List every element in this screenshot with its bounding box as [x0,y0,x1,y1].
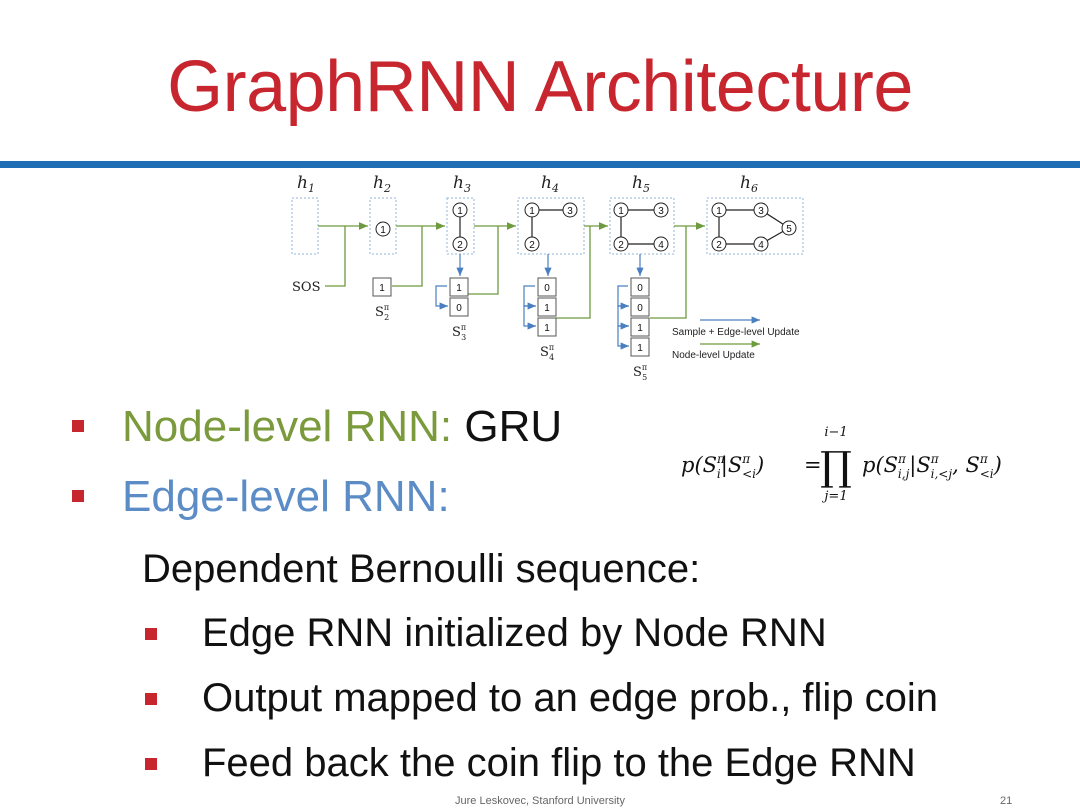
sub-bullet-3: Feed back the coin flip to the Edge RNN [202,741,916,785]
page-number: 21 [1000,795,1013,807]
h4-node-1: 1 [524,202,540,218]
svg-text:p(Sπi,j|Sπi,<j, Sπ<i): p(Sπi,j|Sπi,<j, Sπ<i) [862,452,1002,481]
bullet-marker [72,420,84,432]
h2-label: h2 [373,173,391,195]
s4-cell: 1 [544,303,550,314]
bullet-marker [145,693,157,705]
h6-node-2: 2 [711,236,727,252]
h5-node-2: 2 [613,236,629,252]
h6-box [706,197,804,255]
h4-label: h4 [541,173,559,195]
h6-node-4: 4 [753,236,769,252]
h6-label: h6 [740,173,758,195]
s2-cell: 1 [379,283,385,294]
s3-input [468,226,499,295]
svg-text:2: 2 [716,240,722,251]
bullet-marker [145,628,157,640]
s2-input [392,226,423,287]
s5-cell: 0 [637,283,643,294]
slide-title: GraphRNN Architecture [167,47,913,127]
s5-cell: 1 [637,323,643,334]
graphrnn-diagram: h1 h2 h3 h4 h5 h6 1 1 2 1 3 2 1 3 2 4 1 … [291,173,804,382]
h1-label: h1 [297,173,315,195]
svg-text:∏: ∏ [820,444,852,490]
s5-cell: 0 [637,303,643,314]
s5-input [650,226,687,319]
sos-label: SOS [292,280,320,295]
svg-text:1: 1 [716,206,722,217]
h5-label: h5 [632,173,650,195]
footer-author: Jure Leskovec, Stanford University [455,795,625,807]
svg-text:i−1: i−1 [824,425,847,440]
svg-text:1: 1 [529,206,535,217]
title-divider [0,161,1080,168]
svg-text:j=1: j=1 [821,489,847,504]
svg-text:5: 5 [786,224,792,235]
h3-node-2: 2 [452,236,468,252]
h1-box [291,197,319,255]
sos-input [325,226,346,287]
sub-bullet-2: Output mapped to an edge prob., flip coi… [202,676,939,720]
s3-cell: 1 [456,283,462,294]
legend-edge-update: Sample + Edge-level Update [672,327,800,338]
svg-text:3: 3 [658,206,664,217]
h6-node-3: 3 [753,202,769,218]
bullet-marker [72,490,84,502]
bullet-edge-rnn: Edge-level RNN: [122,472,450,521]
h5-node-3: 3 [653,202,669,218]
s3-cell: 0 [456,303,462,314]
h4-node-2: 2 [524,236,540,252]
svg-text:1: 1 [380,225,386,236]
bullet-marker [145,758,157,770]
svg-text:=: = [804,453,822,477]
svg-text:4: 4 [758,240,764,251]
bullet-node-rnn: Node-level RNN: GRU [122,402,562,452]
svg-text:1: 1 [618,206,624,217]
svg-text:3: 3 [567,206,573,217]
s4-input [556,226,591,319]
legend-node-update: Node-level Update [672,350,755,361]
node-rnn-value: GRU [464,402,563,451]
svg-text:2: 2 [457,240,463,251]
h2-node-1: 1 [375,221,391,237]
diagram-legend: Sample + Edge-level Update Node-level Up… [672,316,800,361]
s4-cell: 0 [544,283,550,294]
node-rnn-label: Node-level RNN: [122,402,453,451]
svg-text:3: 3 [758,206,764,217]
h5-node-4: 4 [653,236,669,252]
svg-text:2: 2 [529,240,535,251]
svg-text:4: 4 [658,240,664,251]
dependent-bernoulli-text: Dependent Bernoulli sequence: [142,547,701,591]
s5-cell: 1 [637,343,643,354]
sub-bullet-1: Edge RNN initialized by Node RNN [202,611,827,655]
svg-text:2: 2 [618,240,624,251]
h3-label: h3 [453,173,471,195]
svg-text:1: 1 [457,206,463,217]
h6-node-1: 1 [711,202,727,218]
h6-node-5: 5 [781,220,797,236]
h3-node-1: 1 [452,202,468,218]
h4-node-3: 3 [562,202,578,218]
h5-node-1: 1 [613,202,629,218]
svg-text:p(Sπi|Sπ<i): p(Sπi|Sπ<i) [681,452,764,481]
s4-cell: 1 [544,323,550,334]
